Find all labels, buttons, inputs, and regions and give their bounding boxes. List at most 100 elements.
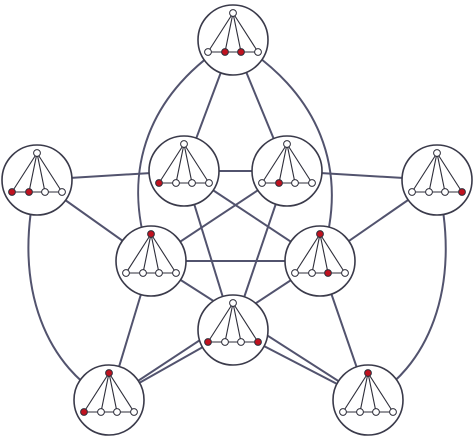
node-outer-right xyxy=(401,144,473,216)
vertex-unmarked xyxy=(237,338,245,346)
node-bottom-left xyxy=(73,364,145,436)
vertex-marked xyxy=(324,269,332,277)
gadget-spoke xyxy=(207,302,234,343)
gadget-spoke xyxy=(83,372,110,413)
vertex-marked xyxy=(316,230,324,238)
gadget-spoke xyxy=(36,152,63,193)
gadget-spoke xyxy=(108,372,135,413)
vertex-marked xyxy=(458,188,466,196)
node-circle xyxy=(1,144,73,216)
vertex-marked xyxy=(364,369,372,377)
vertex-unmarked xyxy=(180,140,188,148)
vertex-marked xyxy=(275,179,283,187)
vertex-unmarked xyxy=(172,269,180,277)
gadget-spoke xyxy=(411,152,438,193)
vertex-unmarked xyxy=(433,149,441,157)
node-inner-right xyxy=(251,135,323,207)
gadget-spoke xyxy=(367,372,377,413)
node-top xyxy=(197,4,269,76)
node-circle xyxy=(401,144,473,216)
graph-nodes xyxy=(1,4,473,436)
vertex-unmarked xyxy=(408,188,416,196)
vertex-marked xyxy=(254,338,262,346)
gadget-spoke xyxy=(359,372,369,413)
vertex-unmarked xyxy=(291,179,299,187)
gadget-spoke xyxy=(232,12,242,53)
vertex-unmarked xyxy=(130,408,138,416)
gadget-spoke xyxy=(436,152,463,193)
vertex-marked xyxy=(155,179,163,187)
node-mid-left xyxy=(115,225,187,297)
gadget-spoke xyxy=(319,233,329,274)
node-mid-right xyxy=(284,225,356,297)
node-outer-left xyxy=(1,144,73,216)
vertex-unmarked xyxy=(221,338,229,346)
vertex-unmarked xyxy=(188,179,196,187)
vertex-marked xyxy=(105,369,113,377)
vertex-marked xyxy=(237,48,245,56)
gadget-spoke xyxy=(232,302,242,343)
vertex-unmarked xyxy=(291,269,299,277)
gadget-spoke xyxy=(286,143,313,184)
gadget-spoke xyxy=(158,143,185,184)
gadget-spoke xyxy=(150,233,160,274)
gadget-spoke xyxy=(311,233,321,274)
gadget-spoke xyxy=(342,372,369,413)
node-circle xyxy=(197,294,269,366)
node-circle xyxy=(148,135,220,207)
gadget-spoke xyxy=(367,372,394,413)
vertex-unmarked xyxy=(229,9,237,17)
vertex-unmarked xyxy=(308,269,316,277)
vertex-marked xyxy=(204,338,212,346)
gadget-spoke xyxy=(319,233,346,274)
gadget-spoke xyxy=(428,152,438,193)
vertex-unmarked xyxy=(229,299,237,307)
gadget-spoke xyxy=(11,152,38,193)
node-circle xyxy=(251,135,323,207)
vertex-unmarked xyxy=(372,408,380,416)
node-circle xyxy=(332,364,404,436)
vertex-unmarked xyxy=(254,48,262,56)
gadget-spoke xyxy=(232,302,259,343)
gadget-spoke xyxy=(108,372,118,413)
gadget-spoke xyxy=(100,372,110,413)
node-inner-left xyxy=(148,135,220,207)
gadget-spoke xyxy=(207,12,234,53)
vertex-unmarked xyxy=(389,408,397,416)
gadget-spoke xyxy=(224,12,234,53)
gadget-spoke xyxy=(142,233,152,274)
gadget-spoke xyxy=(261,143,288,184)
vertex-unmarked xyxy=(258,179,266,187)
gadget-spoke xyxy=(232,12,259,53)
node-circle xyxy=(115,225,187,297)
vertex-unmarked xyxy=(341,269,349,277)
gadget-spoke xyxy=(183,143,193,184)
gadget-spoke xyxy=(286,143,296,184)
node-center xyxy=(197,294,269,366)
vertex-unmarked xyxy=(58,188,66,196)
vertex-unmarked xyxy=(41,188,49,196)
vertex-unmarked xyxy=(113,408,121,416)
vertex-unmarked xyxy=(283,140,291,148)
node-bottom-right xyxy=(332,364,404,436)
vertex-unmarked xyxy=(339,408,347,416)
vertex-unmarked xyxy=(441,188,449,196)
vertex-unmarked xyxy=(155,269,163,277)
vertex-unmarked xyxy=(356,408,364,416)
vertex-unmarked xyxy=(139,269,147,277)
vertex-unmarked xyxy=(308,179,316,187)
node-circle xyxy=(284,225,356,297)
vertex-unmarked xyxy=(97,408,105,416)
gadget-spoke xyxy=(183,143,210,184)
gadget-spoke xyxy=(125,233,152,274)
gadget-spoke xyxy=(150,233,177,274)
gadget-spoke xyxy=(28,152,38,193)
gadget-spoke xyxy=(278,143,288,184)
gadget-spoke xyxy=(175,143,185,184)
vertex-marked xyxy=(80,408,88,416)
vertex-unmarked xyxy=(425,188,433,196)
vertex-marked xyxy=(221,48,229,56)
vertex-unmarked xyxy=(205,179,213,187)
vertex-unmarked xyxy=(122,269,130,277)
gadget-spoke xyxy=(36,152,46,193)
